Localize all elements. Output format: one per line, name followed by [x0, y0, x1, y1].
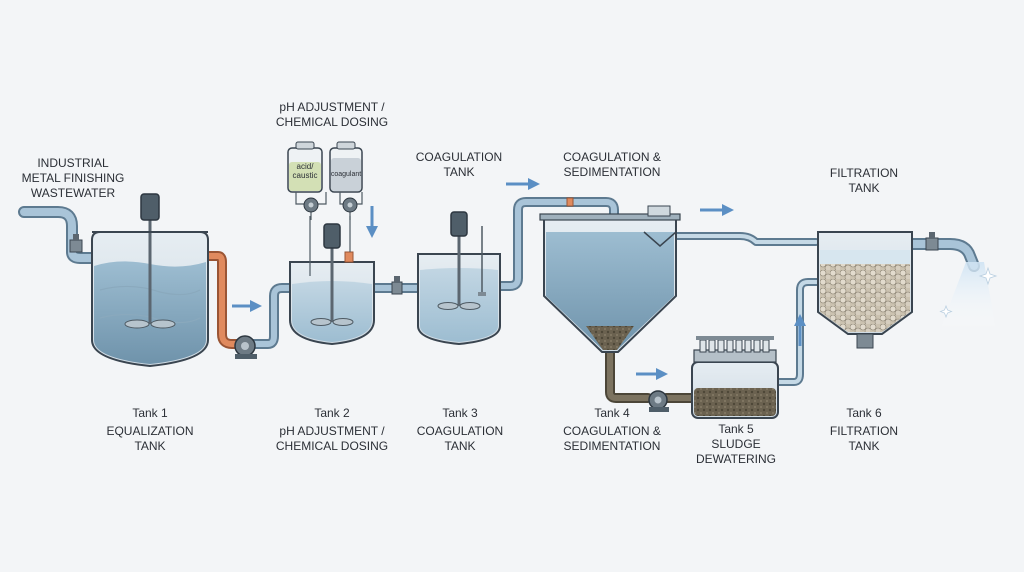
tank-3-label: Tank 3 COAGULATION TANK	[410, 406, 510, 454]
tank-3-coagulation	[417, 211, 501, 346]
coagulant-text: coagulant	[330, 171, 362, 178]
inlet-valve[interactable]	[69, 234, 83, 253]
coagulation-top-label: COAGULATION TANK	[404, 150, 514, 180]
tank-5-name-line-2: DEWATERING	[696, 452, 776, 466]
treated-water-spray	[939, 262, 998, 330]
tank-1-name-line-1: EQUALIZATION	[106, 424, 194, 438]
coag-top-line-2: TANK	[443, 165, 475, 179]
acid-caustic-line-1: acid/	[296, 162, 314, 171]
tank-3-name-line-2: TANK	[444, 439, 476, 453]
tank-4-label: Tank 4 COAGULATION & SEDIMENTATION	[548, 406, 676, 454]
ph-top-line-2: CHEMICAL DOSING	[275, 115, 389, 129]
tank-3-name-line-1: COAGULATION	[416, 424, 504, 438]
flow-arrow-4	[636, 368, 668, 380]
tank-2-number: Tank 2	[314, 406, 350, 420]
tank-5-number: Tank 5	[718, 422, 754, 436]
source-label-line-3: WASTEWATER	[30, 186, 116, 200]
outlet-valve[interactable]	[925, 232, 939, 251]
tank-2-label: Tank 2 pH ADJUSTMENT / CHEMICAL DOSING	[262, 406, 402, 454]
acid-caustic-label: acid/ caustic	[288, 162, 322, 180]
tank-3-number: Tank 3	[442, 406, 478, 420]
acid-caustic-tank	[287, 141, 323, 193]
filtration-top-label: FILTRATION TANK	[816, 166, 912, 196]
tank-1-name-line-2: TANK	[134, 439, 166, 453]
coag-top-line-1: COAGULATION	[415, 150, 503, 164]
flow-arrow-3	[700, 204, 734, 216]
tank-4-name-line-1: COAGULATION &	[563, 424, 661, 438]
coagulant-tank	[329, 141, 363, 193]
filtration-top-line-2: TANK	[848, 181, 880, 195]
tank-4-sedimentation	[539, 197, 681, 353]
tank-1-number: Tank 1	[132, 406, 168, 420]
dosing-lines	[295, 192, 363, 220]
tank-1-label: Tank 1 EQUALIZATION TANK	[100, 406, 200, 454]
tank-6-name-line-1: FILTRATION	[829, 424, 899, 438]
tank-2-name-line-1: pH ADJUSTMENT /	[279, 424, 385, 438]
flow-arrow-2	[506, 178, 540, 190]
flow-arrow-5	[794, 314, 806, 346]
flow-arrow-dosing	[366, 206, 378, 238]
valve-2-3[interactable]	[391, 276, 403, 295]
dosing-pump-coagulant[interactable]	[342, 197, 358, 213]
ph-top-line-1: pH ADJUSTMENT /	[279, 100, 385, 114]
tank-2-ph-adjustment	[289, 216, 375, 346]
coagulant-label: coagulant	[330, 170, 362, 179]
flow-arrow-1	[232, 300, 262, 312]
coag-sed-top-label: COAGULATION & SEDIMENTATION	[548, 150, 676, 180]
tank-5-sludge-dewatering	[691, 336, 779, 419]
tank-2-name-line-2: CHEMICAL DOSING	[275, 439, 389, 453]
tank-4-number: Tank 4	[594, 406, 630, 420]
source-label: INDUSTRIAL METAL FINISHING WASTEWATER	[18, 156, 128, 201]
source-label-line-1: INDUSTRIAL	[37, 156, 109, 170]
coag-sed-top-line-2: SEDIMENTATION	[563, 165, 661, 179]
tank-6-label: Tank 6 FILTRATION TANK	[816, 406, 912, 454]
source-label-line-2: METAL FINISHING	[21, 171, 125, 185]
tank-6-name-line-2: TANK	[848, 439, 880, 453]
tank-5-label: Tank 5 SLUDGE DEWATERING	[686, 422, 786, 467]
tank-5-name-line-1: SLUDGE	[711, 437, 761, 451]
tank-6-number: Tank 6	[846, 406, 882, 420]
transfer-pump-1[interactable]	[234, 335, 257, 359]
filtration-top-line-1: FILTRATION	[829, 166, 899, 180]
tank-1-equalization	[91, 193, 209, 368]
acid-caustic-line-2: caustic	[292, 171, 318, 180]
ph-adjustment-top-label: pH ADJUSTMENT / CHEMICAL DOSING	[262, 100, 402, 130]
tank-4-name-line-2: SEDIMENTATION	[563, 439, 661, 453]
sludge-pump[interactable]	[648, 390, 669, 412]
tank-6-filtration	[817, 231, 913, 349]
dosing-pump-acid[interactable]	[303, 197, 319, 213]
coag-sed-top-line-1: COAGULATION &	[563, 150, 661, 164]
flow-arrows	[232, 178, 806, 380]
